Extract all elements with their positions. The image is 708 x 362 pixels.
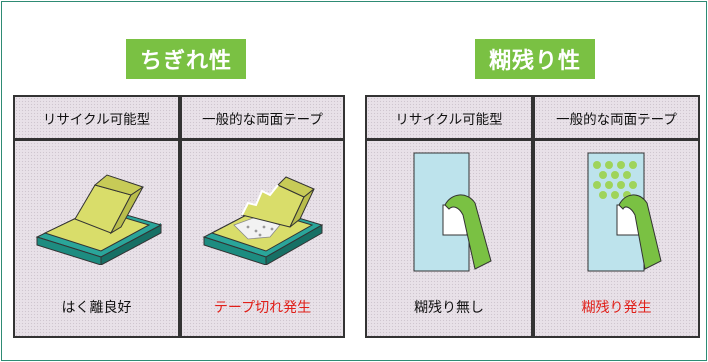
column-divider — [531, 97, 535, 336]
column-header: 一般的な両面テープ — [535, 97, 698, 141]
result-caption: 糊残り無し — [414, 300, 484, 316]
panel-adhesive-residue: リサイクル可能型 糊残り無し 一般的な両面テープ — [365, 95, 700, 338]
result-caption: テープ切れ発生 — [213, 300, 312, 316]
clean-peel-illustration — [35, 174, 163, 265]
group-title-adhesive-residue: 糊残り性 — [475, 39, 595, 79]
column-header: 一般的な両面テープ — [182, 97, 343, 141]
column-general-residue: 一般的な両面テープ 糊残り発生 — [535, 97, 698, 336]
no-residue-illustration — [413, 152, 492, 272]
result-caption: 糊残り発生 — [581, 300, 652, 316]
column-divider — [178, 97, 182, 336]
column-header: リサイクル可能型 — [367, 97, 531, 141]
panel-tearing: リサイクル可能型 はく離良好 一般的な両面テープ — [13, 95, 345, 338]
result-caption: はく離良好 — [61, 300, 132, 316]
group-title-tearing: ちぎれ性 — [126, 39, 246, 79]
tape-tear-illustration — [202, 176, 324, 265]
column-general-tearing: 一般的な両面テープ テープ切れ発生 — [182, 97, 343, 336]
residue-illustration — [587, 152, 662, 272]
column-header: リサイクル可能型 — [15, 97, 178, 141]
column-recyclable-tearing: リサイクル可能型 はく離良好 — [15, 97, 178, 336]
column-recyclable-residue: リサイクル可能型 糊残り無し — [367, 97, 531, 336]
